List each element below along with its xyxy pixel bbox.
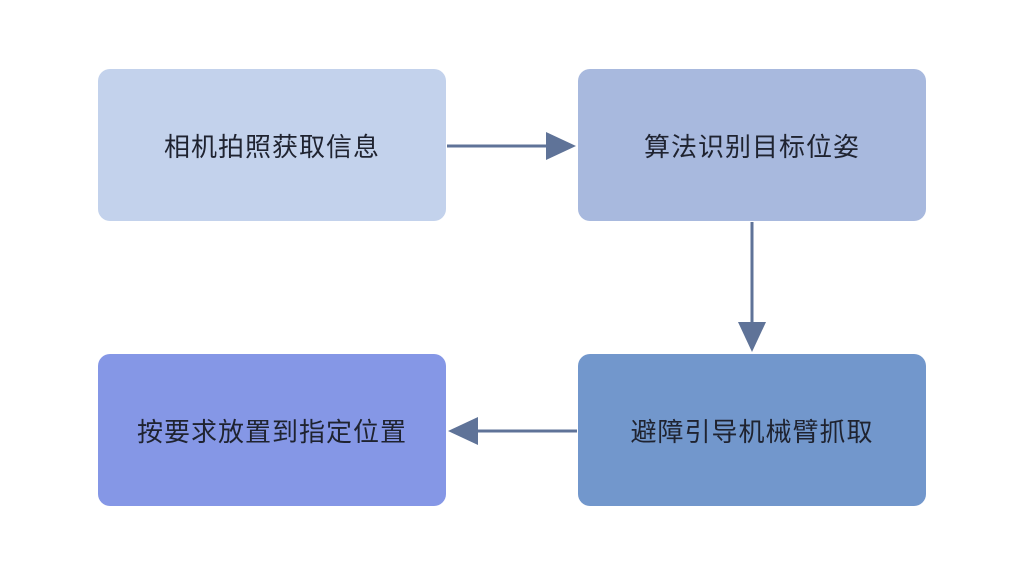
step-label: 相机拍照获取信息 [163,132,380,163]
arrow-step3-to-step4 [448,417,577,445]
step-capture-image: 相机拍照获取信息 [98,69,446,221]
arrow-step1-to-step2 [447,132,576,160]
arrow-step2-to-step3 [738,222,766,352]
step-guide-arm-grasp: 避障引导机械臂抓取 [578,354,926,506]
step-label: 避障引导机械臂抓取 [630,417,874,448]
step-recognize-pose: 算法识别目标位姿 [578,69,926,221]
step-label: 算法识别目标位姿 [643,132,860,163]
step-place-target: 按要求放置到指定位置 [98,354,446,506]
step-label: 按要求放置到指定位置 [136,417,407,448]
